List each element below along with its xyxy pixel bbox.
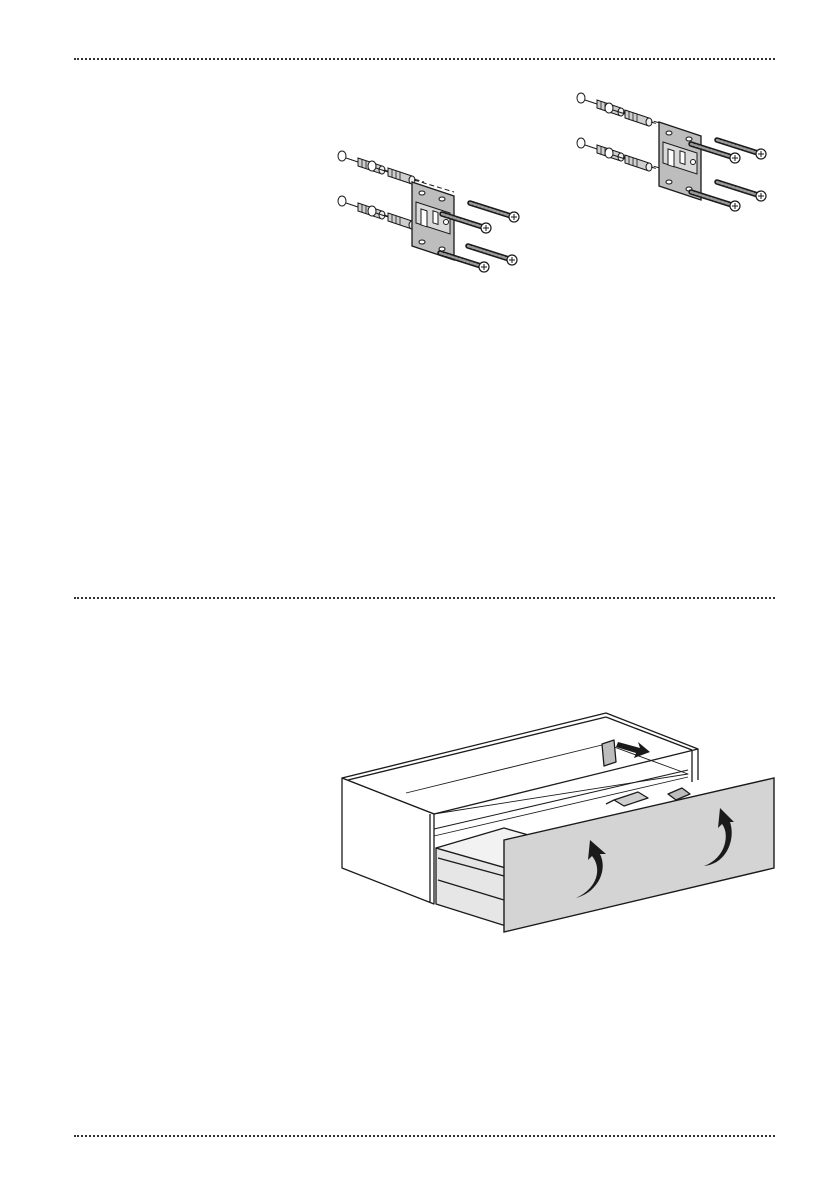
dotted-rule-top: [74, 58, 775, 60]
screw-bottom-right: [691, 192, 740, 211]
drawer-clip-back: [602, 740, 616, 766]
screw-top-left: [470, 203, 519, 222]
dotted-rule-bottom: [74, 1135, 775, 1137]
dotted-rule-middle: [74, 597, 775, 599]
screw-bottom-right: [440, 253, 489, 272]
mounting-bracket: [412, 182, 454, 260]
bracket-wall-mount-left: [326, 146, 526, 274]
mounting-bracket: [659, 122, 701, 200]
drawer-rail: [614, 792, 648, 806]
bracket-wall-mount-right: [575, 88, 775, 216]
drawer-cabinet-assembly: [336, 708, 780, 938]
screw-bottom-left: [717, 182, 766, 201]
